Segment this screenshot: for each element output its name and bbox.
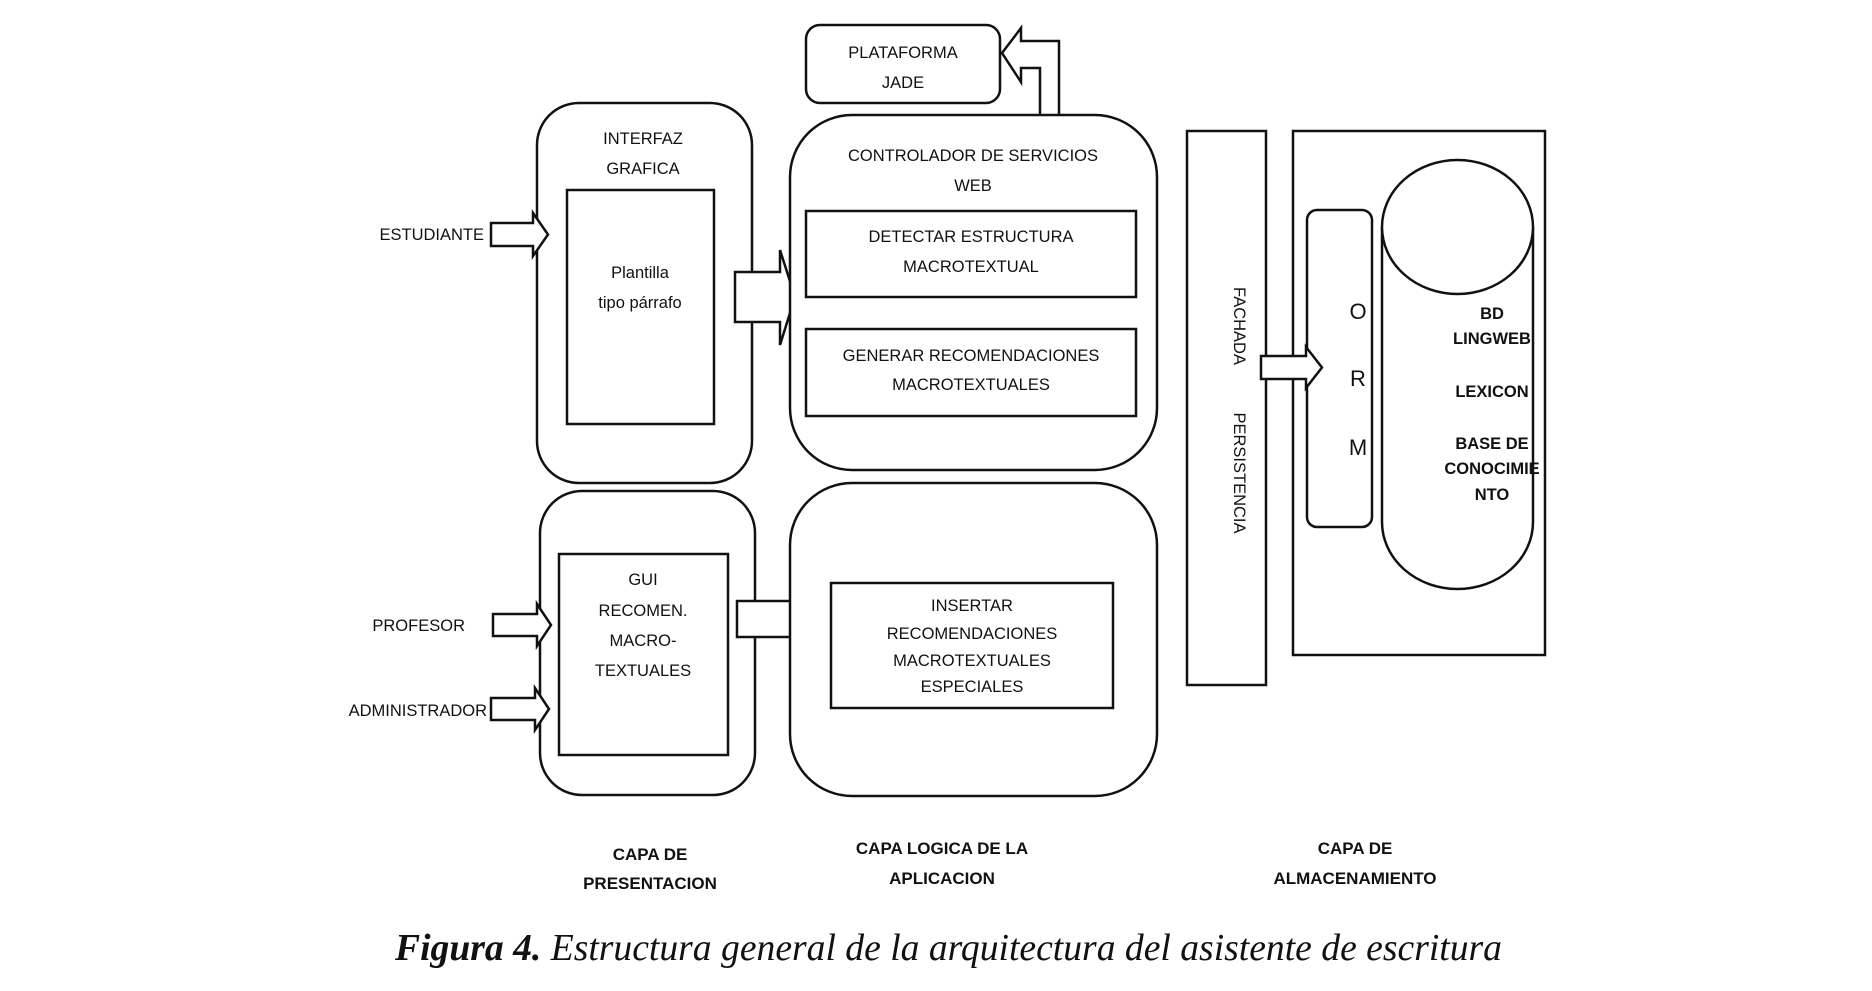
fachada-persistencia-box: FACHADA PERSISTENCIA xyxy=(1185,129,1268,687)
gui-line3: MACRO- xyxy=(610,632,677,650)
plantilla-line2: tipo párrafo xyxy=(598,294,681,312)
db-line5: CONOCIMIE xyxy=(1444,460,1539,478)
insertar-line4: ESPECIALES xyxy=(921,678,1024,696)
actor-profesor: PROFESOR xyxy=(372,617,465,635)
orm-letter-r: R xyxy=(1350,366,1366,391)
plantilla-line1: Plantilla xyxy=(611,264,670,282)
layer-presentacion-line2: PRESENTACION xyxy=(583,874,717,893)
gui-inner-box xyxy=(557,552,730,757)
cylinder-top xyxy=(1380,158,1535,296)
controlador-servicios-box: CONTROLADOR DE SERVICIOS WEB DETECTAR ES… xyxy=(788,113,1159,472)
controller-to-jade-arrow xyxy=(1000,24,1061,118)
layer-presentacion-line1: CAPA DE xyxy=(613,845,688,864)
caption-text: Estructura general de la arquitectura de… xyxy=(541,927,1502,969)
db-line3: LEXICON xyxy=(1455,383,1528,401)
insertar-recomendaciones-group: INSERTAR RECOMENDACIONES MACROTEXTUALES … xyxy=(788,481,1159,798)
interfaz-title-line1: INTERFAZ xyxy=(603,130,683,148)
db-line2: LINGWEB xyxy=(1453,330,1531,348)
persistencia-label: PERSISTENCIA xyxy=(1230,412,1248,533)
gui-recomendaciones-box: GUI RECOMEN. MACRO- TEXTUALES xyxy=(538,489,757,797)
caption-label: Figura 4. xyxy=(394,927,541,969)
controller-title-line1: CONTROLADOR DE SERVICIOS xyxy=(848,147,1098,165)
interfaz-grafica-box: INTERFAZ GRAFICA Plantilla tipo párrafo xyxy=(535,101,754,485)
controller-title-line2: WEB xyxy=(954,177,992,195)
plataforma-jade-box: PLATAFORMA JADE xyxy=(804,23,1002,105)
fachada-label: FACHADA xyxy=(1230,287,1248,365)
figure-caption: Figura 4. Estructura general de la arqui… xyxy=(394,927,1502,969)
detectar-estructura-box xyxy=(804,209,1138,299)
generar-line2: MACROTEXTUALES xyxy=(892,376,1050,394)
insertar-line3: MACROTEXTUALES xyxy=(893,652,1051,670)
jade-container xyxy=(804,23,1002,105)
jade-line1: PLATAFORMA xyxy=(848,44,957,62)
db-line1: BD xyxy=(1480,305,1504,323)
orm-letter-o: O xyxy=(1349,299,1366,324)
detectar-line2: MACROTEXTUAL xyxy=(903,258,1039,276)
orm-letter-m: M xyxy=(1349,435,1367,460)
gui-line2: RECOMEN. xyxy=(599,602,688,620)
insertar-line2: RECOMENDACIONES xyxy=(887,625,1058,643)
insertar-box xyxy=(829,581,1115,710)
administrador-arrow xyxy=(489,683,551,735)
db-line6: NTO xyxy=(1475,486,1510,504)
fachada-container xyxy=(1185,129,1268,687)
cylinder-body xyxy=(1380,227,1535,591)
profesor-arrow xyxy=(491,599,553,651)
interfaz-to-controller-arrow xyxy=(733,249,797,346)
layer-logica-line1: CAPA LOGICA DE LA xyxy=(856,839,1028,858)
actor-estudiante: ESTUDIANTE xyxy=(379,226,484,244)
gui-line1: GUI xyxy=(628,571,657,589)
generar-line1: GENERAR RECOMENDACIONES xyxy=(843,347,1100,365)
jade-line2: JADE xyxy=(882,74,924,92)
layer-logica-line2: APLICACION xyxy=(889,869,995,888)
plantilla-box xyxy=(565,188,716,426)
layer-almacenamiento-line2: ALMACENAMIENTO xyxy=(1273,869,1436,888)
generar-recomendaciones-box xyxy=(804,327,1138,418)
estudiante-arrow xyxy=(489,209,550,260)
actor-administrador: ADMINISTRADOR xyxy=(349,702,488,720)
insertar-line1: INSERTAR xyxy=(931,597,1013,615)
gui-line4: TEXTUALES xyxy=(595,662,691,680)
storage-container: O R M BD LINGWEB LEXICON BASE DE CONOCIM… xyxy=(1291,129,1547,657)
db-line4: BASE DE xyxy=(1455,435,1528,453)
layer-almacenamiento-line1: CAPA DE xyxy=(1318,839,1393,858)
interfaz-title-line2: GRAFICA xyxy=(606,160,679,178)
database-cylinder: BD LINGWEB LEXICON BASE DE CONOCIMIE NTO xyxy=(1380,158,1540,591)
detectar-line1: DETECTAR ESTRUCTURA xyxy=(868,228,1073,246)
fachada-to-orm-arrow xyxy=(1259,343,1324,392)
